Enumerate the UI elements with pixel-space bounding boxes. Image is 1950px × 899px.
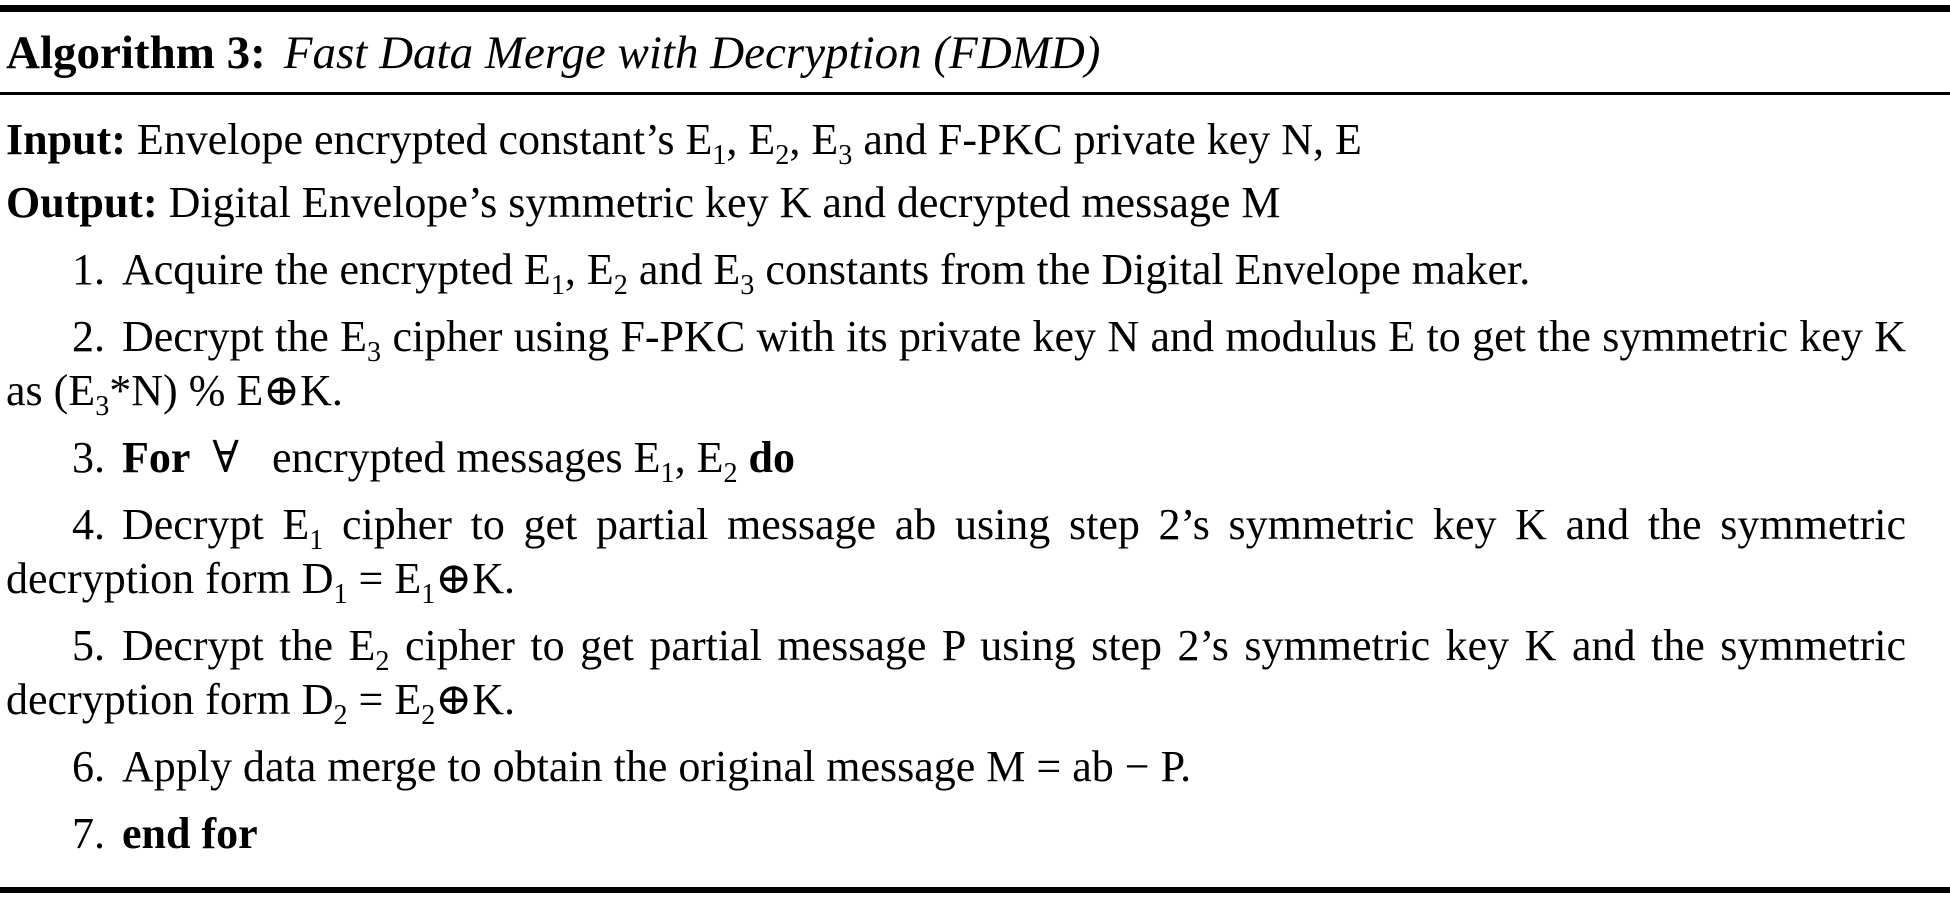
step-3: 3. For ∀ encrypted messages E1, E2 do [6, 431, 1906, 489]
step-4-text-line-2: decryption form D1 = E1⊕K. [6, 554, 515, 610]
step-4-line-2: decryption form D1 = E1⊕K. [6, 552, 1906, 610]
step-6: 6. Apply data merge to obtain the origina… [6, 740, 1906, 794]
input-label: Input: [6, 115, 126, 164]
algorithm-name: Fast Data Merge with Decryption (FDMD) [283, 27, 1101, 79]
step-2: 2. Decrypt the E3 cipher using F-PKC with… [6, 310, 1907, 422]
step-7-text: end for [122, 809, 258, 858]
output-line: Output: Digital Envelope’s symmetric key… [6, 176, 1906, 230]
step-2-number: 2. [72, 312, 105, 361]
step-3-text: For ∀ encrypted messages E1, E2 do [122, 433, 796, 489]
step-2-text-line-2: as (E3*N) % E⊕K. [6, 366, 343, 422]
step-7-number: 7. [72, 809, 105, 858]
step-1-line-1: 1. Acquire the encrypted E1, E2 and E3 co… [6, 243, 1906, 301]
algorithm-title: Algorithm 3: Fast Data Merge with Decrypt… [0, 12, 1950, 92]
algorithm-number-label: Algorithm 3: [6, 27, 266, 79]
step-4-line-1: 4. Decrypt E1 cipher to get partial messa… [6, 498, 1906, 556]
step-3-line-1: 3. For ∀ encrypted messages E1, E2 do [6, 431, 1906, 489]
step-5-text-line-1: Decrypt the E2 cipher to get partial mes… [122, 621, 1906, 677]
top-rule [0, 5, 1950, 12]
step-3-number: 3. [72, 433, 105, 482]
step-7: 7. end for [6, 807, 1906, 861]
step-2-line-1: 2. Decrypt the E3 cipher using F-PKC with… [6, 310, 1907, 368]
step-4-text-line-1: Decrypt E1 cipher to get partial message… [122, 500, 1906, 556]
step-1: 1. Acquire the encrypted E1, E2 and E3 co… [6, 243, 1906, 301]
step-2-line-2: as (E3*N) % E⊕K. [6, 364, 1906, 422]
step-2-text-line-1: Decrypt the E3 cipher using F-PKC with i… [122, 312, 1907, 368]
step-6-text: Apply data merge to obtain the original … [122, 742, 1192, 791]
input-text: Envelope encrypted constant’s E1, E2, E3… [136, 115, 1362, 171]
step-7-line-1: 7. end for [6, 807, 1906, 861]
step-4: 4. Decrypt E1 cipher to get partial messa… [6, 498, 1906, 610]
step-4-number: 4. [72, 500, 105, 549]
input-line: Input: Envelope encrypted constant’s E1,… [6, 113, 1906, 171]
algorithm-body: Input: Envelope encrypted constant’s E1,… [0, 95, 1950, 874]
step-5-line-2: decryption form D2 = E2⊕K. [6, 673, 1906, 731]
step-5-text-line-2: decryption form D2 = E2⊕K. [6, 675, 515, 731]
bottom-rule [0, 887, 1950, 893]
step-5: 5. Decrypt the E2 cipher to get partial m… [6, 619, 1906, 731]
step-5-number: 5. [72, 621, 105, 670]
step-1-number: 1. [72, 245, 105, 294]
step-6-number: 6. [72, 742, 105, 791]
step-1-text: Acquire the encrypted E1, E2 and E3 cons… [122, 245, 1531, 301]
output-label: Output: [6, 178, 158, 227]
step-6-line-1: 6. Apply data merge to obtain the origina… [6, 740, 1906, 794]
title-separator-rule [0, 92, 1950, 95]
output-text: Digital Envelope’s symmetric key K and d… [168, 178, 1281, 227]
step-5-line-1: 5. Decrypt the E2 cipher to get partial m… [6, 619, 1906, 677]
